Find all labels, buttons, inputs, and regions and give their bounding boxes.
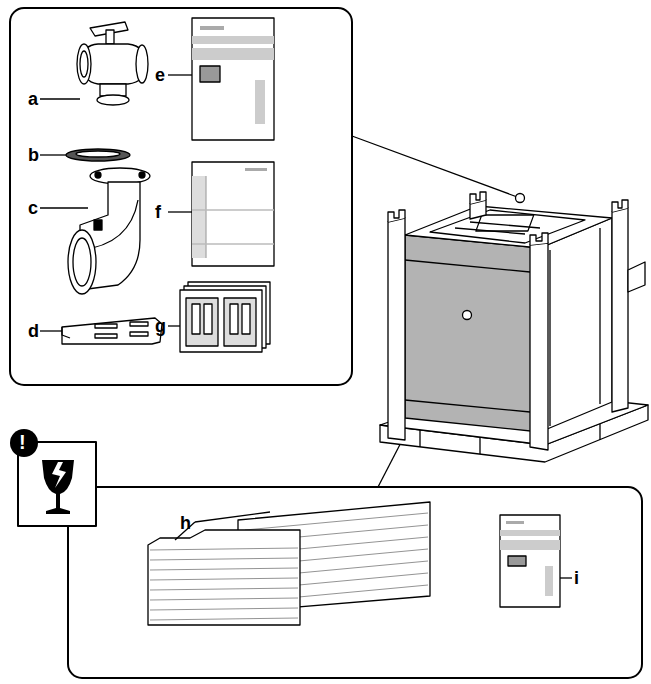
mounting-bracket <box>40 318 162 344</box>
callout-letter: h <box>180 513 191 533</box>
leader-dot <box>516 194 525 203</box>
manual-document <box>168 18 274 140</box>
callout-letter: f <box>155 202 161 222</box>
callout-letter: a <box>28 89 38 109</box>
packed-unit <box>380 192 648 462</box>
manual-document <box>500 515 572 607</box>
callout-letter: e <box>155 65 165 85</box>
callout-letter: c <box>28 198 38 218</box>
callout-letter: i <box>574 568 579 588</box>
contents-panel <box>10 8 352 385</box>
elbow-fitting <box>40 168 150 294</box>
contents-panel <box>68 487 642 678</box>
callout-letter: b <box>28 145 39 165</box>
gasket-ring <box>40 149 130 161</box>
casing-panels <box>148 502 430 625</box>
warning-badge <box>10 429 38 457</box>
callout-letter: d <box>28 321 39 341</box>
warning-mark: ! <box>19 432 26 452</box>
callout-letter: g <box>155 316 166 336</box>
label-sheets <box>168 282 270 352</box>
fragile-glass-icon <box>42 460 74 514</box>
ball-valve <box>40 22 148 105</box>
leader-line <box>352 136 520 198</box>
manual-document <box>168 162 274 266</box>
